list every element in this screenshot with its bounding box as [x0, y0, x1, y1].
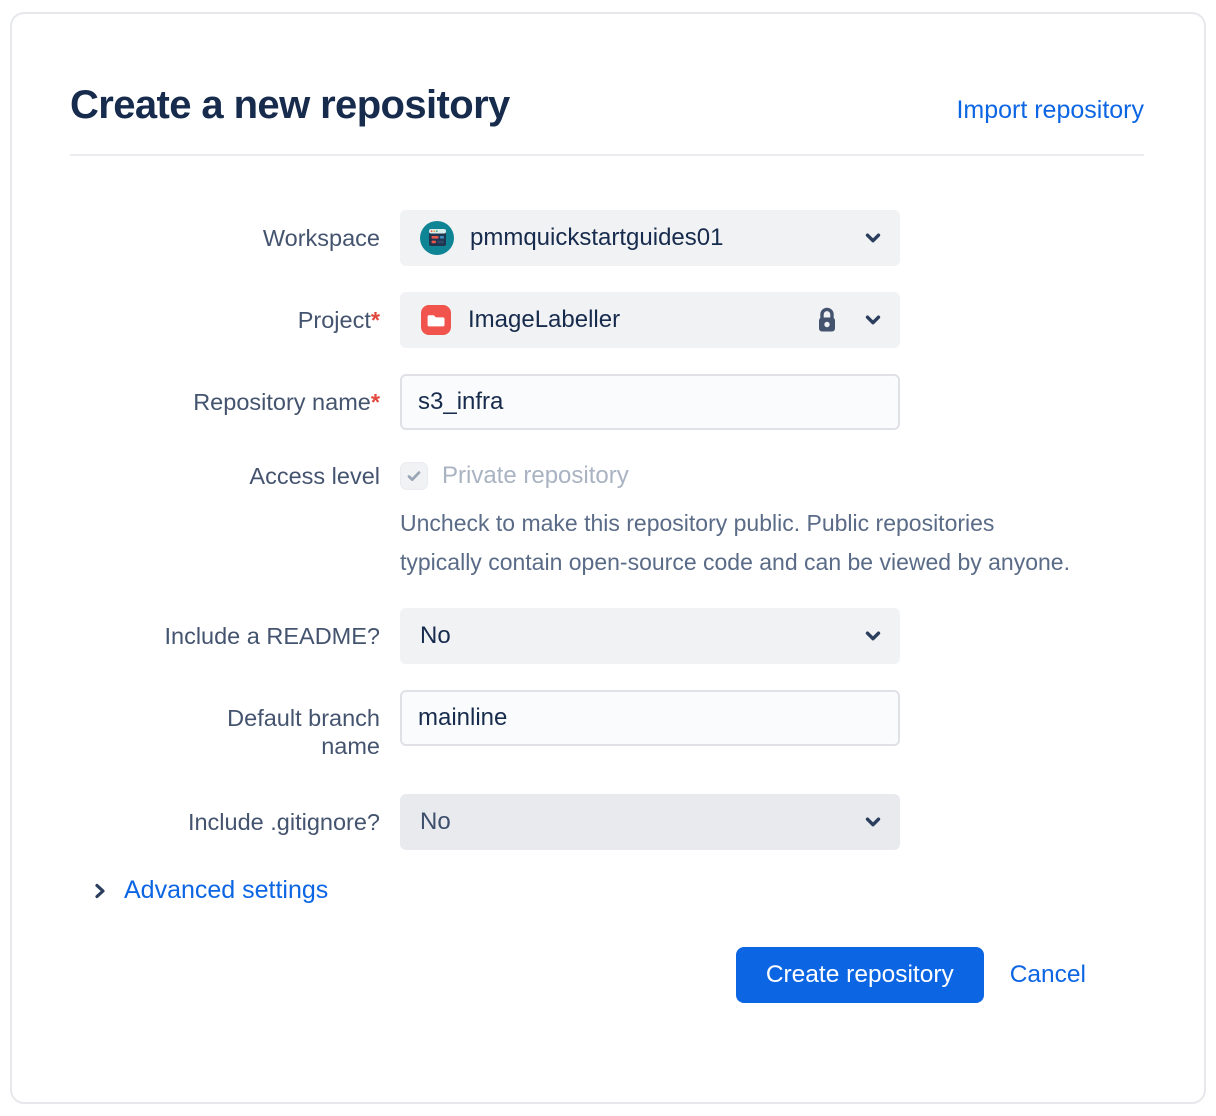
project-folder-icon: [420, 304, 452, 336]
checkbox-check-icon: [407, 471, 421, 482]
default-branch-label: Default branch name: [227, 705, 380, 759]
chevron-down-icon: [862, 625, 884, 647]
workspace-label: Workspace: [262, 225, 380, 251]
advanced-settings-toggle[interactable]: Advanced settings: [90, 876, 328, 905]
header-divider: [70, 154, 1144, 156]
access-level-label: Access level: [249, 463, 380, 489]
workspace-value: pmmquickstartguides01: [470, 224, 724, 251]
default-branch-input[interactable]: [400, 690, 900, 746]
default-branch-row: Default branch name: [70, 690, 1144, 760]
project-row: Project* ImageLabeller: [70, 292, 1144, 348]
required-asterisk: *: [370, 307, 380, 333]
private-repository-checkbox[interactable]: [400, 462, 428, 490]
readme-row: Include a README? No: [70, 608, 1144, 664]
gitignore-value: No: [420, 808, 451, 835]
private-repository-label: Private repository: [442, 462, 629, 489]
gitignore-select[interactable]: No: [400, 794, 900, 850]
chevron-right-icon: [90, 881, 110, 901]
repository-name-label: Repository name*: [193, 389, 380, 415]
workspace-avatar-icon: [420, 221, 454, 255]
project-value: ImageLabeller: [468, 306, 621, 333]
import-repository-link[interactable]: Import repository: [956, 96, 1144, 124]
access-level-row: Access level Private repository Uncheck …: [70, 456, 1144, 582]
page-title: Create a new repository: [70, 83, 510, 127]
access-level-help-text: Uncheck to make this repository public. …: [400, 510, 1070, 575]
gitignore-row: Include .gitignore? No: [70, 794, 1144, 850]
lock-icon: [814, 305, 840, 335]
repository-name-row: Repository name*: [70, 374, 1144, 430]
dialog-actions: Create repository Cancel: [70, 947, 1144, 1003]
project-select[interactable]: ImageLabeller: [400, 292, 900, 348]
readme-value: No: [420, 622, 451, 649]
chevron-down-icon: [862, 227, 884, 249]
create-repository-button[interactable]: Create repository: [735, 947, 984, 1003]
create-repository-dialog: Create a new repository Import repositor…: [10, 12, 1206, 1104]
chevron-down-icon: [862, 811, 884, 833]
workspace-select[interactable]: pmmquickstartguides01: [400, 210, 900, 266]
gitignore-label: Include .gitignore?: [187, 809, 380, 835]
required-asterisk: *: [370, 389, 380, 415]
dialog-header: Create a new repository Import repositor…: [70, 82, 1144, 128]
project-label: Project*: [297, 307, 380, 333]
cancel-button[interactable]: Cancel: [1009, 961, 1086, 988]
readme-select[interactable]: No: [400, 608, 900, 664]
workspace-row: Workspace: [70, 210, 1144, 266]
advanced-settings-label: Advanced settings: [124, 876, 329, 904]
readme-label: Include a README?: [164, 623, 380, 649]
chevron-down-icon: [862, 309, 884, 331]
repository-name-input[interactable]: [400, 374, 900, 430]
